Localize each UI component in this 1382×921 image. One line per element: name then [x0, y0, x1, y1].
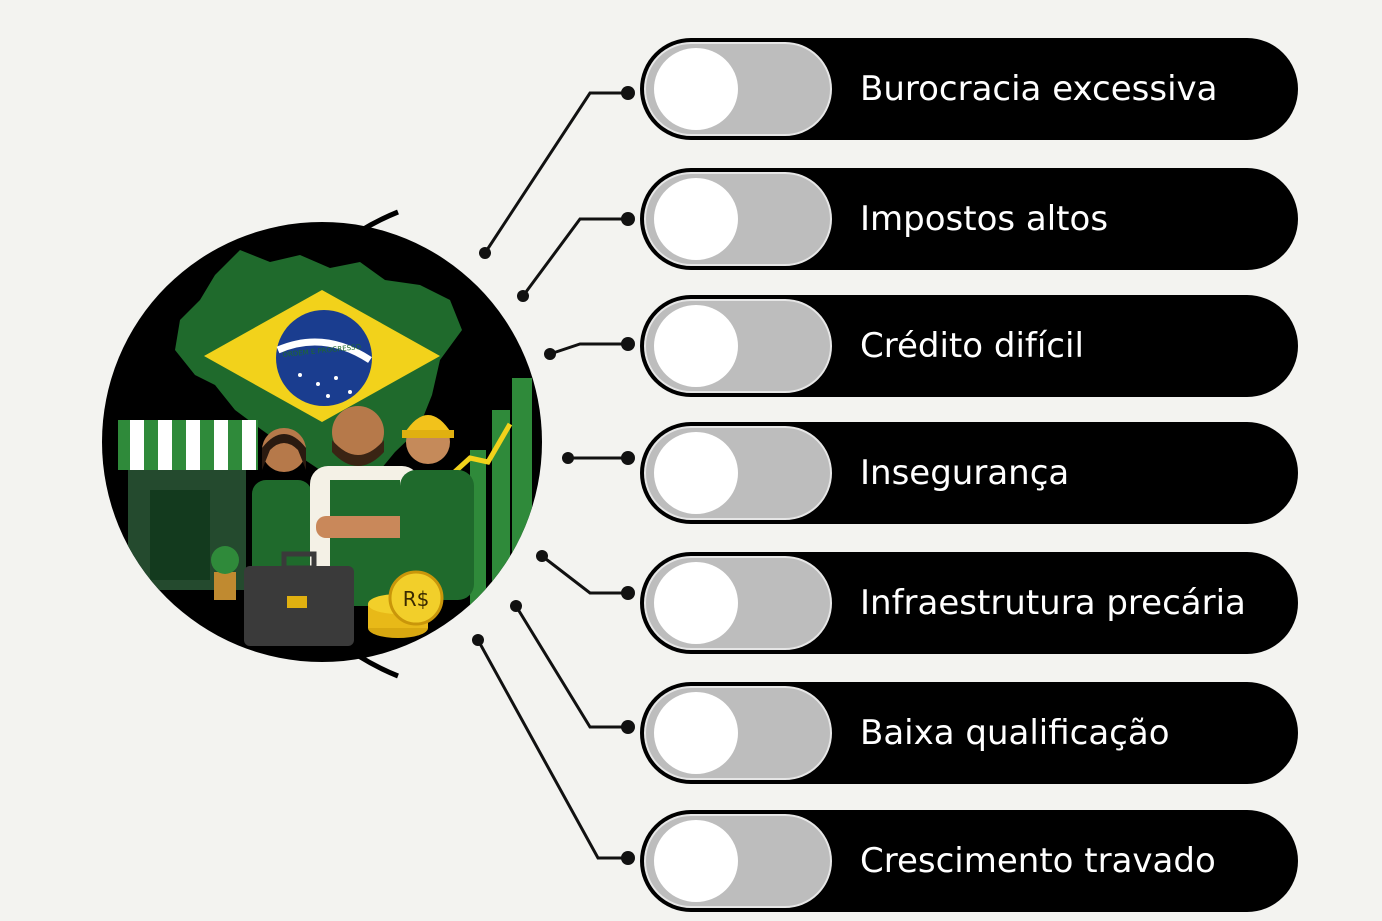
connector-5 — [541, 554, 628, 595]
toggle-knob — [654, 178, 738, 260]
item-label: Burocracia excessiva — [860, 69, 1218, 109]
item-inseguranca: Insegurança — [640, 422, 1298, 524]
item-impostos: Impostos altos — [640, 168, 1298, 270]
toggle-knob — [654, 48, 738, 130]
connector-dots — [472, 86, 635, 865]
item-crescimento: Crescimento travado — [640, 810, 1298, 912]
connector-3 — [549, 342, 628, 356]
connector-7 — [476, 639, 628, 860]
item-label: Impostos altos — [860, 199, 1109, 239]
toggle-knob — [654, 432, 738, 514]
toggle-knob — [654, 692, 738, 774]
connector-2 — [521, 217, 628, 297]
briefcase — [244, 551, 354, 646]
item-label: Infraestrutura precária — [860, 583, 1246, 623]
toggle-knob — [654, 820, 738, 902]
connector-lines — [476, 91, 628, 860]
item-label: Insegurança — [860, 453, 1070, 493]
item-infraestrutura: Infraestrutura precária — [640, 552, 1298, 654]
item-label: Baixa qualificação — [860, 713, 1170, 753]
connector-1 — [483, 91, 628, 254]
connector-6 — [514, 605, 628, 729]
item-burocracia: Burocracia excessiva — [640, 38, 1298, 140]
item-label: Crédito difícil — [860, 326, 1084, 366]
item-credito: Crédito difícil — [640, 295, 1298, 397]
coin-text: R$ — [403, 587, 430, 611]
toggle-knob — [654, 562, 738, 644]
person-woman — [252, 428, 312, 590]
awning — [118, 420, 258, 470]
toggle-knob — [654, 305, 738, 387]
person-worker — [400, 415, 474, 600]
coin-stack — [368, 570, 444, 638]
item-qualificacao: Baixa qualificação — [640, 682, 1298, 784]
flag-globe — [276, 310, 372, 406]
item-label: Crescimento travado — [860, 841, 1216, 881]
